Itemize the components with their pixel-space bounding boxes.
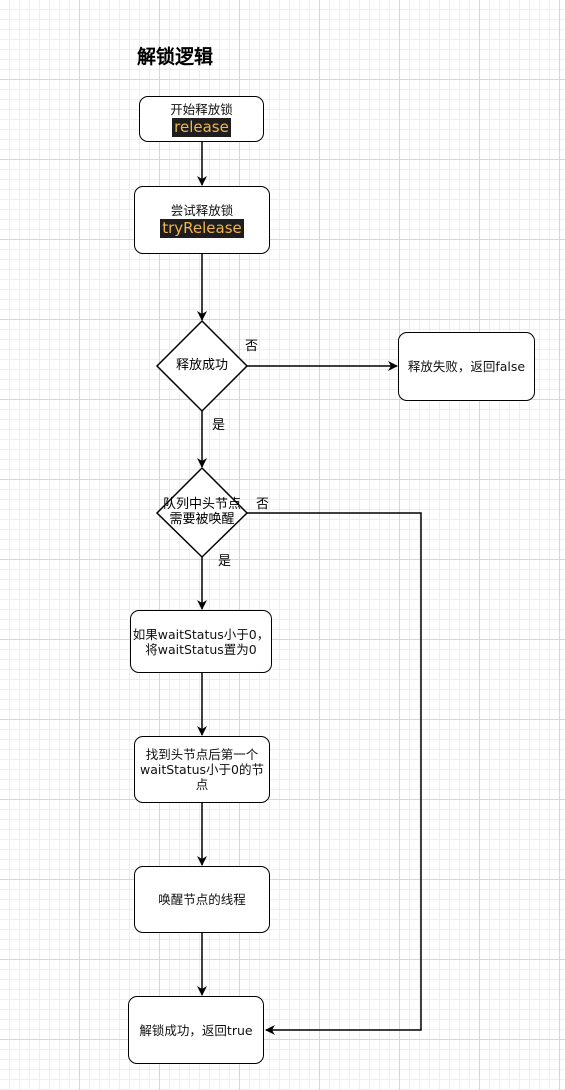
- try-release-code-label: tryRelease: [160, 218, 244, 238]
- release-fail-node[interactable]: 释放失败，返回false: [398, 332, 535, 401]
- release-code-label: release: [172, 117, 231, 137]
- try-release-label: 尝试释放锁: [170, 202, 234, 218]
- edge-label-no-release: 否: [245, 339, 259, 354]
- edge-label-yes-release: 是: [212, 418, 226, 433]
- find-node-line3: 点: [195, 777, 209, 792]
- set-wait-status-line2: 将waitStatus置为0: [145, 641, 257, 657]
- decision-head-wake-shape: [155, 466, 249, 559]
- wake-thread-label: 唤醒节点的线程: [158, 892, 246, 907]
- edge-label-no-wake: 否: [256, 497, 270, 512]
- try-release-node[interactable]: 尝试释放锁 tryRelease: [134, 186, 270, 254]
- start-release-node[interactable]: 开始释放锁 release: [139, 96, 264, 142]
- unlock-success-node[interactable]: 解锁成功，返回true: [128, 996, 264, 1064]
- edge-label-yes-wake: 是: [218, 554, 232, 569]
- decision-release-success-label: 释放成功: [175, 358, 228, 373]
- decision-head-wake-label: 队列中头节点 需要被唤醒: [147, 497, 257, 527]
- find-node-node[interactable]: 找到头节点后第一个 waitStatus小于0的节 点: [134, 736, 270, 803]
- decision-head-wake-line2: 需要被唤醒: [169, 512, 235, 527]
- release-fail-label: 释放失败，返回false: [407, 359, 526, 374]
- find-node-line2: waitStatus小于0的节: [139, 762, 265, 777]
- set-wait-status-node[interactable]: 如果waitStatus小于0， 将waitStatus置为0: [130, 610, 272, 673]
- decision-head-wake-line1: 队列中头节点: [162, 497, 241, 512]
- set-wait-status-line1: 如果waitStatus小于0，: [132, 626, 270, 642]
- wake-thread-node[interactable]: 唤醒节点的线程: [134, 866, 270, 933]
- find-node-line1: 找到头节点后第一个: [145, 747, 259, 762]
- diagram-title: 解锁逻辑: [137, 46, 214, 68]
- start-release-label: 开始释放锁: [170, 101, 233, 117]
- edge-wake-check-no-to-unlock: [247, 512, 422, 1035]
- unlock-success-label: 解锁成功，返回true: [139, 1022, 253, 1038]
- decision-release-success-shape: [155, 319, 249, 413]
